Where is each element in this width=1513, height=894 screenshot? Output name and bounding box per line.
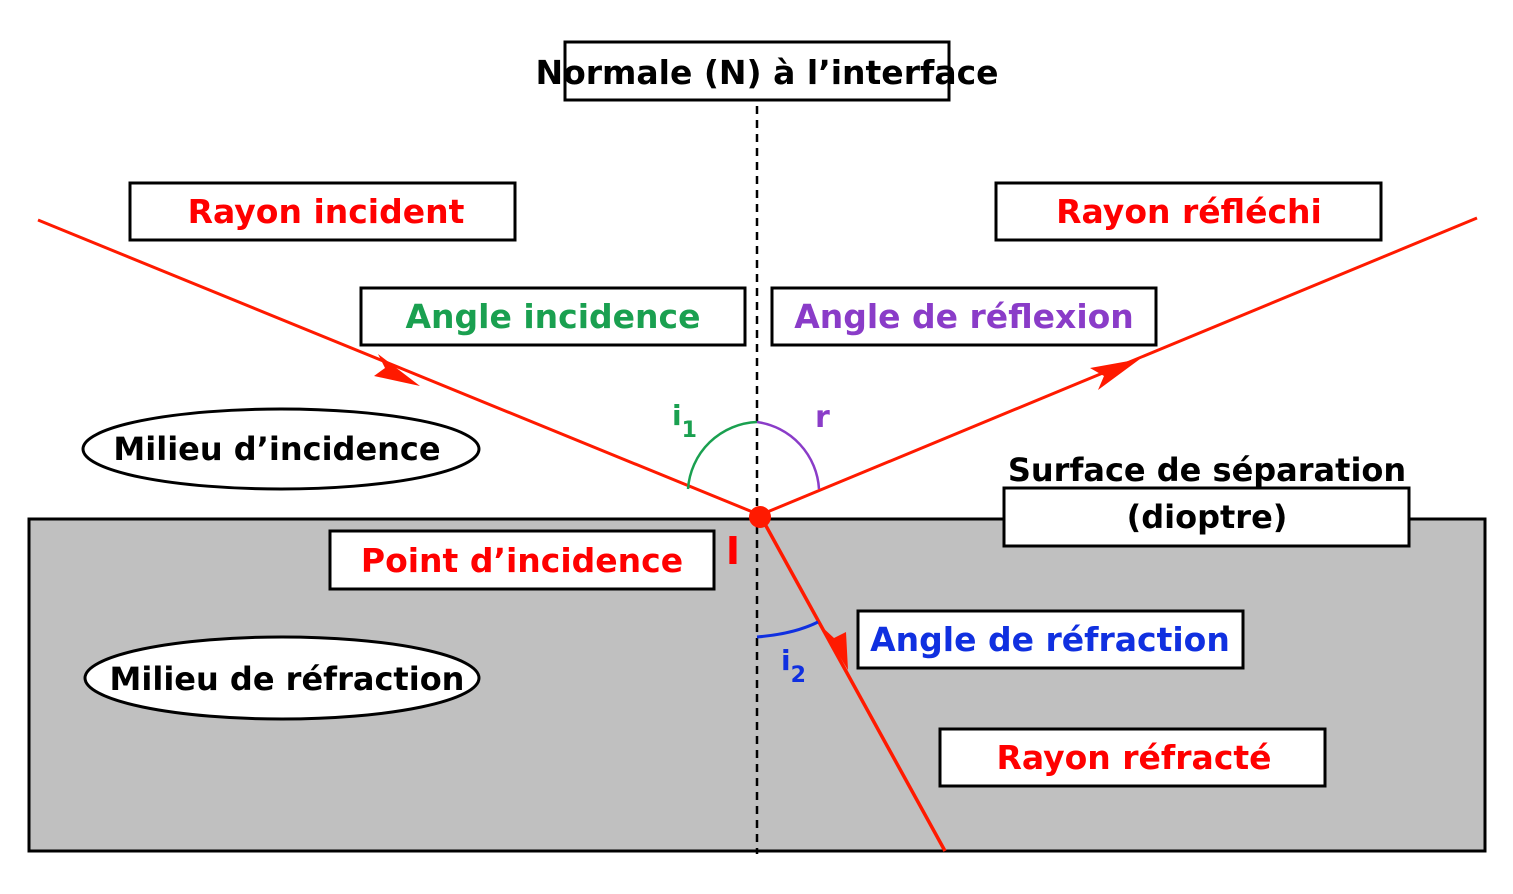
incident-ray-label: Rayon incident [188, 192, 465, 231]
incidence-point-label: Point d’incidence [361, 541, 683, 580]
incidence-point-letter: I [726, 529, 740, 573]
incident-arrow-icon [374, 354, 420, 386]
incidence-point-dot [749, 506, 771, 528]
incidence-angle-label-box [359, 286, 747, 347]
normal-label: Normale (N) à l’interface [535, 53, 998, 92]
incidence-angle-arc [686, 420, 758, 490]
r-symbol: r [815, 400, 830, 435]
reflected-ray-label: Rayon réfléchi [1056, 192, 1322, 231]
refraction-angle-label: Angle de réfraction [870, 620, 1230, 659]
reflected-arrow-icon [1090, 359, 1140, 390]
separation-surface-label-box [1002, 486, 1411, 548]
incidence-medium-label-box [81, 407, 481, 491]
refracted-ray-label: Rayon réfracté [996, 738, 1271, 777]
i1-symbol: i1 [672, 399, 697, 443]
i2-symbol: i2 [781, 644, 806, 688]
incidence-point-label-box [328, 529, 716, 591]
incident-ray-label-box [128, 181, 517, 242]
refraction-medium-label-box [83, 635, 481, 721]
refraction-angle-label-box [856, 609, 1245, 670]
reflection-angle-arc [756, 420, 821, 490]
refracted-ray [758, 514, 947, 852]
normal-label-box [563, 40, 951, 102]
refracted-arrow-icon [821, 626, 848, 670]
reflected-ray-label-box [994, 181, 1383, 242]
incidence-angle-label: Angle incidence [406, 297, 701, 336]
reflection-angle-label: Angle de réflexion [794, 297, 1134, 336]
separation-surface-label-line1: Surface de séparation [1008, 451, 1406, 489]
refraction-angle-arc [756, 620, 819, 639]
incidence-medium-label: Milieu d’incidence [113, 430, 440, 468]
reflection-angle-label-box [770, 286, 1158, 347]
refraction-medium-label: Milieu de réfraction [110, 660, 465, 698]
incident-ray [37, 218, 761, 517]
separation-surface-label-line2: (dioptre) [1127, 498, 1288, 536]
refracted-ray-label-box [938, 727, 1327, 788]
